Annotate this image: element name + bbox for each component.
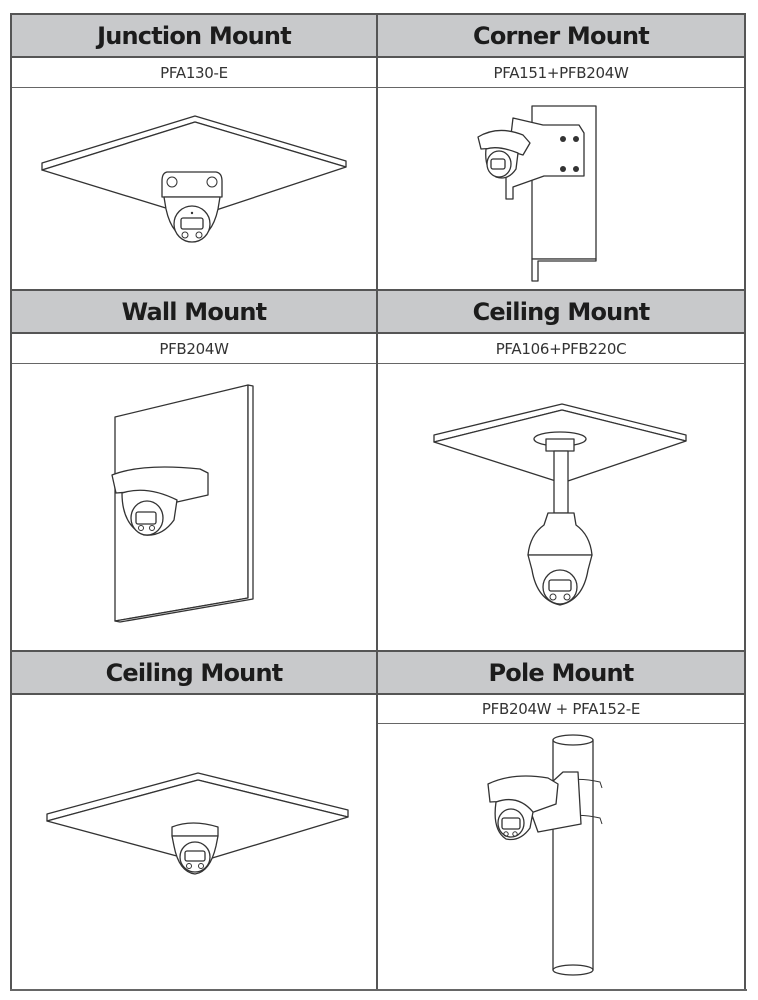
header-corner-mount: Corner Mount [378,13,744,58]
cell-title: Ceiling Mount [472,297,651,326]
corner-mount-illustration [378,89,744,289]
model-junction-mount: PFA130-E [12,58,376,88]
camera-icon [487,775,559,841]
camera-icon [171,822,219,875]
header-wall-mount: Wall Mount [12,289,376,334]
pole-mount-illustration [378,724,744,988]
cell-title: Wall Mount [121,297,267,326]
cell-title: Corner Mount [473,21,650,50]
cell-title: Junction Mount [97,21,292,50]
model-label: PFA130-E [160,63,228,82]
model-ceiling-mount-pendant: PFA106+PFB220C [378,334,744,364]
camera-icon [111,466,209,536]
header-ceiling-mount-pendant: Ceiling Mount [378,289,744,334]
header-ceiling-mount: Ceiling Mount [12,650,376,695]
ceiling-mount-illustration [12,696,376,988]
wall-mount-illustration [12,365,376,650]
model-pole-mount: PFB204W + PFA152-E [378,695,744,724]
model-label: PFA151+PFB204W [493,63,629,82]
model-corner-mount: PFA151+PFB204W [378,58,744,88]
cell-title: Ceiling Mount [105,658,284,687]
camera-icon [161,171,223,243]
model-wall-mount: PFB204W [12,334,376,364]
header-junction-mount: Junction Mount [12,13,376,58]
cell-title: Pole Mount [488,658,635,687]
junction-mount-illustration [12,89,376,289]
camera-icon [477,129,531,179]
ceiling-pendant-mount-illustration [378,365,744,650]
model-label: PFA106+PFB220C [495,339,627,358]
camera-icon [527,554,593,606]
header-pole-mount: Pole Mount [378,650,744,695]
table-bottom-border [10,989,747,991]
model-label: PFB204W [159,339,229,358]
model-label: PFB204W + PFA152-E [481,700,641,718]
column-divider [376,13,378,991]
